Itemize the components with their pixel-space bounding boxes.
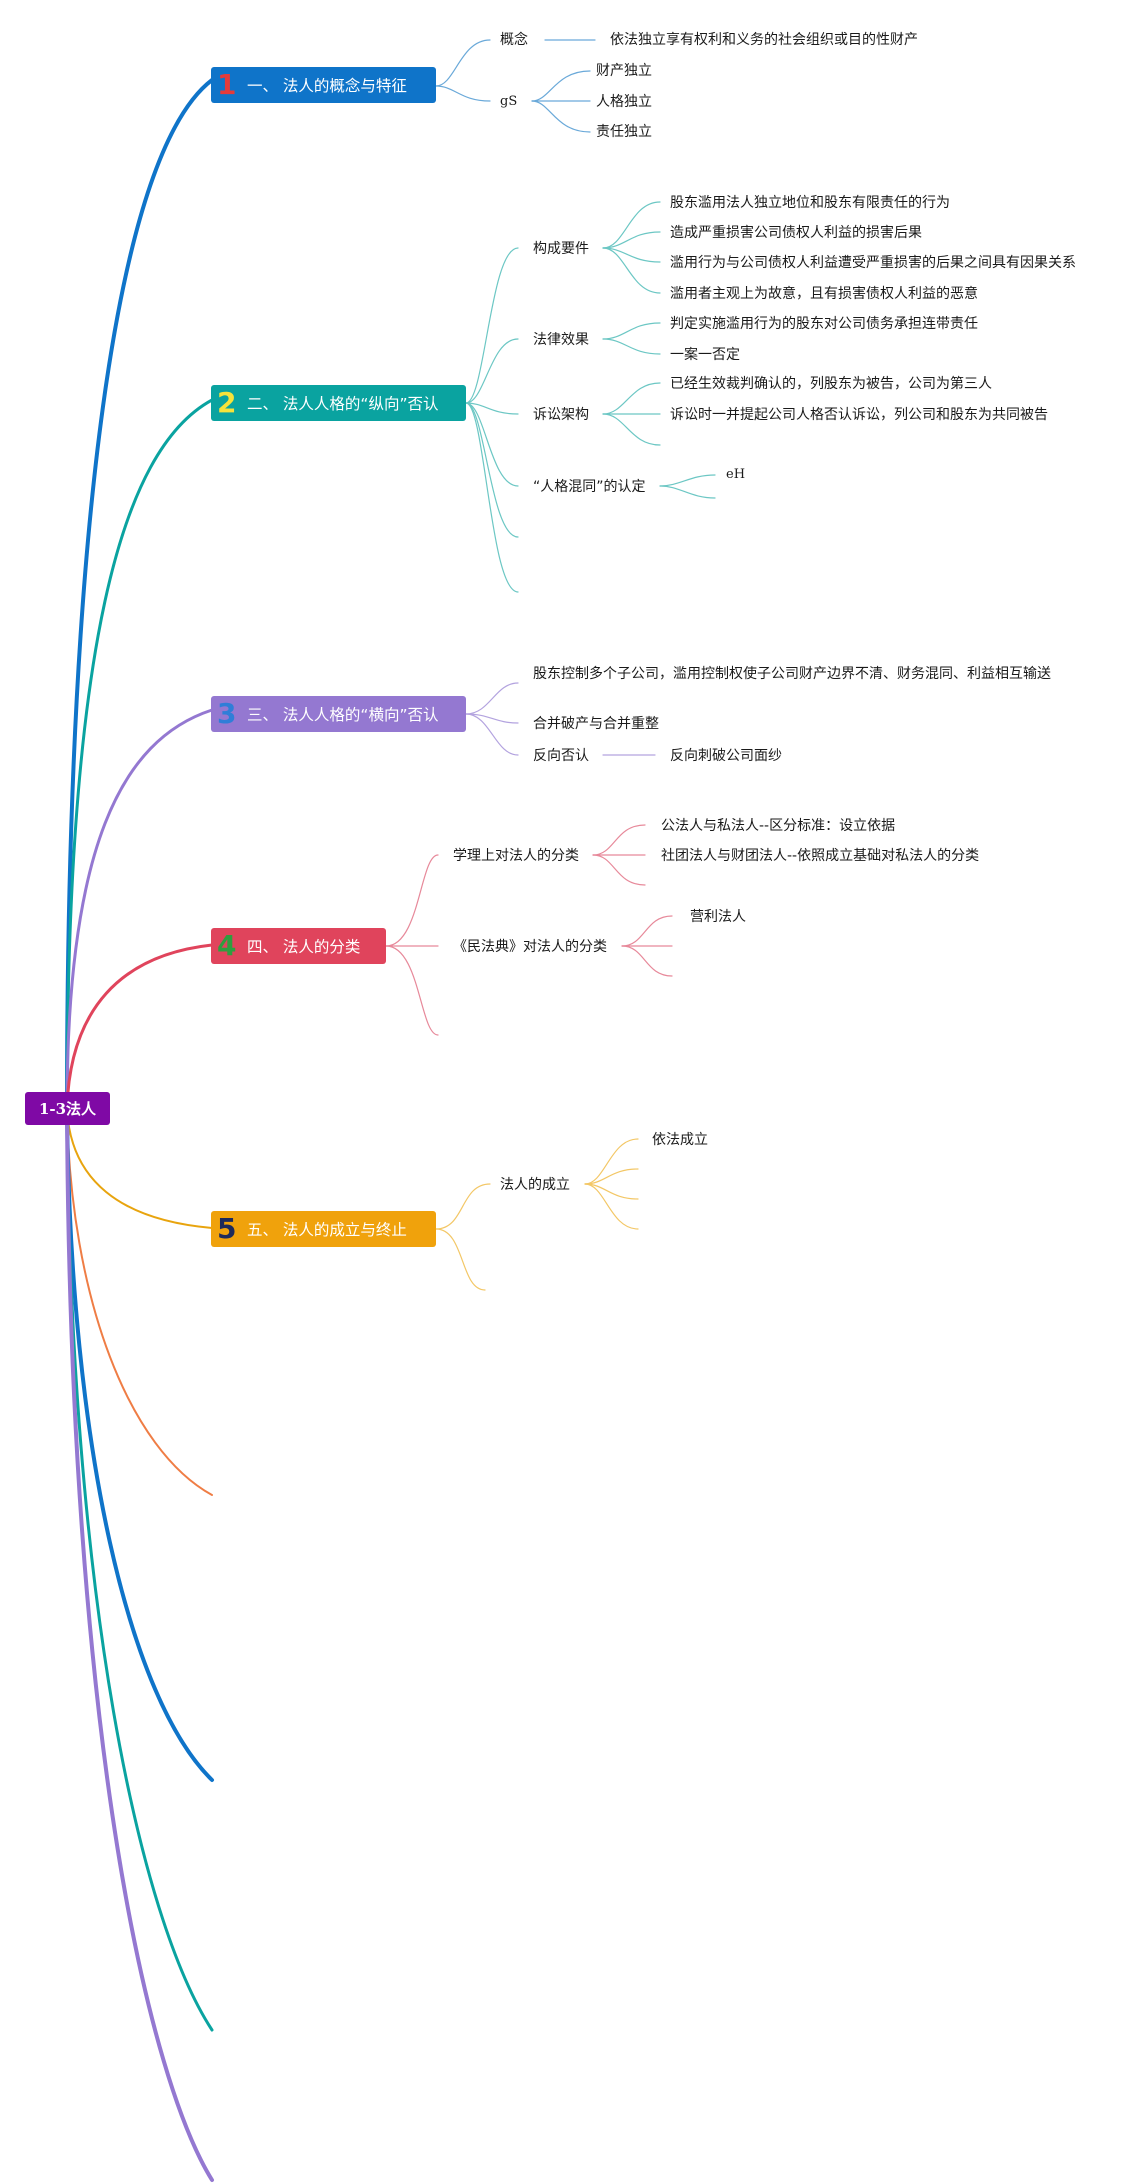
node-element-3[interactable]: 滥用行为与公司债权人利益遭受严重损害的后果之间具有因果关系: [670, 255, 1076, 271]
node-eh[interactable]: eH: [726, 467, 746, 482]
branch-4-label: 四、 法人的分类: [247, 938, 361, 956]
node-reverse-piercing[interactable]: 反向刺破公司面纱: [670, 748, 782, 764]
node-liability-independent[interactable]: 责任独立: [596, 124, 652, 140]
node-for-profit[interactable]: 营利法人: [690, 909, 746, 925]
branch-1-node[interactable]: 1 一、 法人的概念与特征: [211, 67, 436, 103]
node-element-1[interactable]: 股东滥用法人独立地位和股东有限责任的行为: [670, 195, 950, 211]
node-public-private[interactable]: 公法人与私法人--区分标准：设立依据: [661, 818, 896, 834]
node-element-2[interactable]: 造成严重损害公司债权人利益的损害后果: [670, 225, 922, 241]
branch-2-number: 2: [217, 386, 237, 419]
node-element-4[interactable]: 滥用者主观上为故意，且有损害债权人利益的恶意: [670, 286, 978, 302]
node-legal-effect[interactable]: 法律效果: [533, 332, 589, 348]
branch-3-number: 3: [217, 697, 237, 730]
branch-5-label: 五、 法人的成立与终止: [247, 1221, 407, 1239]
node-merge-bankruptcy[interactable]: 合并破产与合并重整: [533, 716, 659, 732]
branch-4-number: 4: [217, 929, 237, 962]
branch-5-node[interactable]: 5 五、 法人的成立与终止: [211, 1211, 436, 1247]
branch-4-node[interactable]: 4 四、 法人的分类: [211, 928, 386, 964]
node-concept-def[interactable]: 依法独立享有权利和义务的社会组织或目的性财产: [610, 32, 918, 48]
node-litigation-1[interactable]: 已经生效裁判确认的，列股东为被告，公司为第三人: [670, 376, 992, 392]
node-corporate-foundation[interactable]: 社团法人与财团法人--依照成立基础对私法人的分类: [661, 848, 980, 864]
node-personality-independent[interactable]: 人格独立: [596, 94, 652, 110]
root-node[interactable]: 1-3法人: [25, 1092, 110, 1125]
node-theory-classification[interactable]: 学理上对法人的分类: [453, 848, 579, 864]
branch-2-label: 二、 法人人格的“纵向”否认: [247, 395, 439, 413]
node-litigation[interactable]: 诉讼架构: [533, 407, 589, 423]
branch-1-number: 1: [217, 68, 237, 101]
node-confusion[interactable]: “人格混同”的认定: [533, 479, 646, 495]
branch-3-label: 三、 法人人格的“横向”否认: [247, 706, 439, 724]
node-lawful-establishment[interactable]: 依法成立: [652, 1132, 708, 1148]
node-litigation-2[interactable]: 诉讼时一并提起公司人格否认诉讼，列公司和股东为共同被告: [670, 407, 1048, 423]
branch-2-node[interactable]: 2 二、 法人人格的“纵向”否认: [211, 385, 466, 421]
node-effect-1[interactable]: 判定实施滥用行为的股东对公司债务承担连带责任: [670, 316, 978, 332]
node-concept[interactable]: 概念: [500, 32, 528, 48]
node-property-independent[interactable]: 财产独立: [596, 63, 652, 79]
branch-1-label: 一、 法人的概念与特征: [247, 77, 407, 95]
branch-5-number: 5: [217, 1212, 237, 1245]
node-effect-2[interactable]: 一案一否定: [670, 347, 740, 363]
node-gs[interactable]: gS: [500, 94, 518, 109]
branch-3-node[interactable]: 3 三、 法人人格的“横向”否认: [211, 696, 466, 732]
node-reverse-denial[interactable]: 反向否认: [533, 748, 589, 764]
node-establishment[interactable]: 法人的成立: [500, 1177, 570, 1193]
node-civil-code-classification[interactable]: 《民法典》对法人的分类: [453, 939, 607, 955]
node-elements[interactable]: 构成要件: [533, 241, 589, 257]
node-horizontal-control[interactable]: 股东控制多个子公司，滥用控制权使子公司财产边界不清、财务混同、利益相互输送: [533, 666, 1051, 682]
